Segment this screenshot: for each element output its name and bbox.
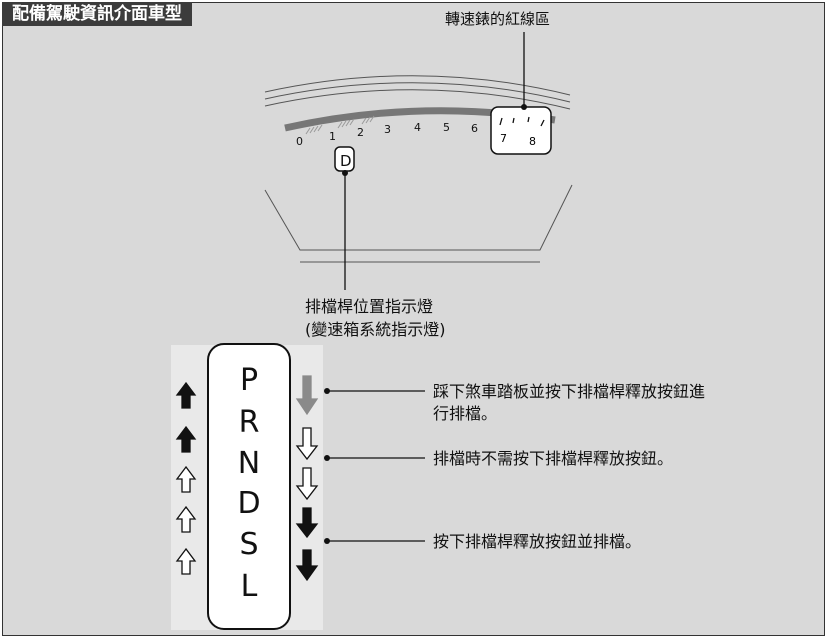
up-arrow-white-2 [175,505,197,533]
dashboard-outline [264,75,573,263]
note-leaders [327,390,425,542]
gear-letter-r: R [239,405,260,440]
shift-indicator-label-1: 排檔桿位置指示燈 [305,297,433,316]
note-no-button: 排檔時不需按下排檔桿釋放按鈕。 [433,449,673,468]
redline-ticks [499,116,545,127]
up-arrow-white-3 [175,547,197,575]
tick-label-6: 6 [471,122,478,135]
down-arrow-gray [295,375,319,416]
gear-letter-s: S [239,527,258,562]
up-arrow-white-1 [175,465,197,493]
note-leader-dots [324,388,330,544]
up-arrows [175,381,197,575]
gear-letters: P R N D S L [237,363,260,604]
up-arrow-dark-1 [175,381,197,409]
tick-label-1: 1 [329,130,336,143]
redline-dot [521,104,527,110]
tick-label-4: 4 [414,121,421,134]
gear-letter-n: N [238,446,260,481]
tick-label-0: 0 [296,135,303,148]
figure-header: 配備駕駛資訊介面車型 [2,2,192,26]
down-arrow-dark-1 [295,507,319,539]
down-arrows [295,375,319,582]
down-arrow-white-1 [295,427,319,461]
redline-tick-8: 8 [529,135,536,148]
redline-zone-label: 轉速錶的紅線區 [445,10,550,28]
tick-label-5: 5 [443,121,450,134]
redline-tick-7: 7 [500,132,507,145]
tick-label-2: 2 [357,126,364,139]
note-press-brake-1: 踩下煞車踏板並按下排檔桿釋放按鈕進 [433,382,705,401]
down-arrow-white-2 [295,467,319,501]
redline-zone-box [490,106,552,155]
tachometer-hatching [305,115,375,135]
note-press-brake-2: 行排檔。 [433,404,497,423]
gear-letter-p: P [240,363,258,398]
shift-indicator-label-2: (變速箱系統指示燈) [305,320,446,339]
note-press-button: 按下排檔桿釋放按鈕並排檔。 [433,532,641,551]
down-arrow-dark-2 [295,549,319,582]
up-arrow-dark-2 [175,425,197,453]
gear-letter-l: L [241,569,258,604]
tick-label-3: 3 [384,123,391,136]
gear-selector-body [207,343,291,630]
gear-indicator-letter: D [340,152,352,170]
gear-letter-d: D [237,486,260,521]
notes: 踩下煞車踏板並按下排檔桿釋放按鈕進 行排檔。 排檔時不需按下排檔桿釋放按鈕。 按… [433,382,705,551]
